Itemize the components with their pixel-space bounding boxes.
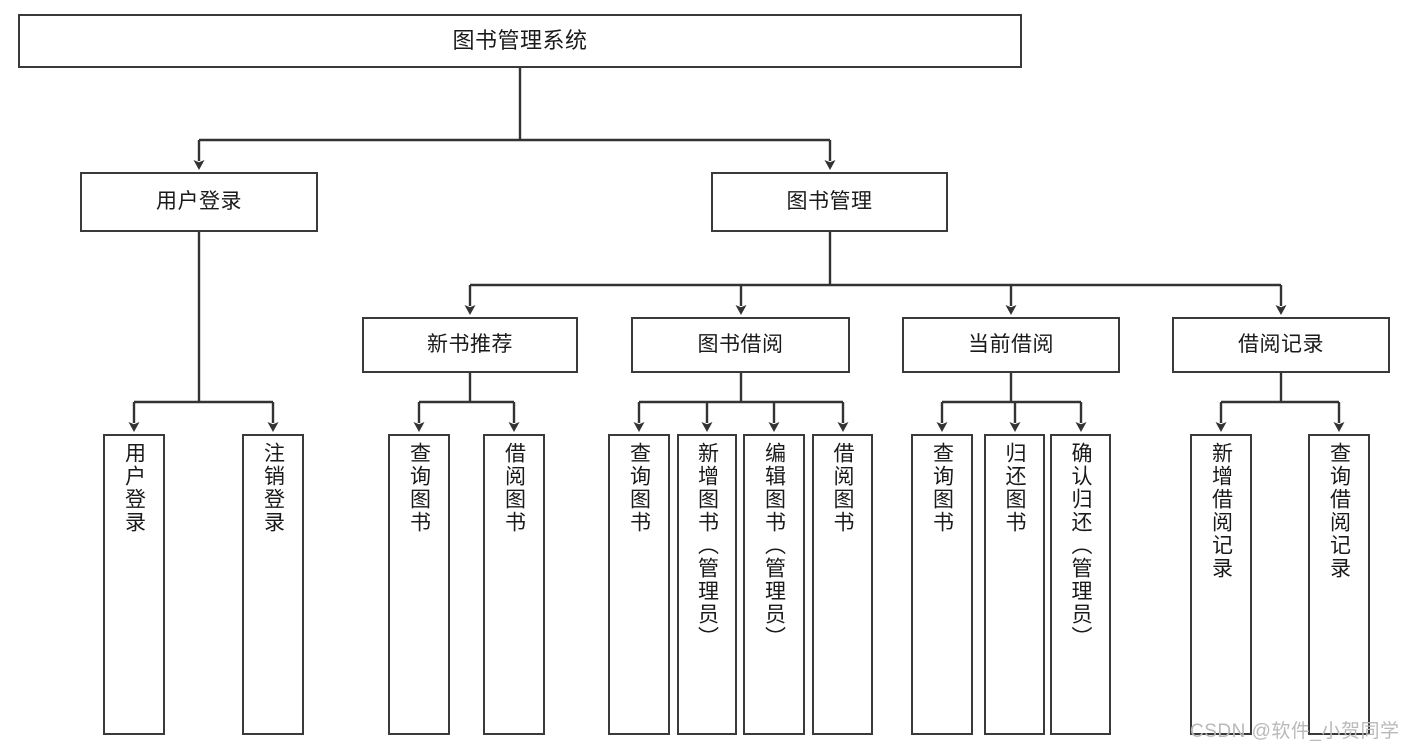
- node-leaf-return-book[interactable]: 归还图书: [984, 434, 1045, 735]
- node-borrow-record[interactable]: 借阅记录: [1172, 317, 1390, 373]
- node-leaf-add-book-label: 新增图书（管理员）: [695, 442, 719, 649]
- node-leaf-add-book[interactable]: 新增图书（管理员）: [677, 434, 737, 735]
- node-leaf-add-record[interactable]: 新增借阅记录: [1190, 434, 1252, 735]
- node-leaf-user-login-label: 用户登录: [122, 442, 146, 534]
- node-current-borrow[interactable]: 当前借阅: [902, 317, 1120, 373]
- node-leaf-query-book-c-label: 查询图书: [930, 442, 954, 534]
- node-leaf-query-record[interactable]: 查询借阅记录: [1308, 434, 1370, 735]
- node-new-book-rec[interactable]: 新书推荐: [362, 317, 578, 373]
- watermark: CSDN @软件_小贺同学: [1190, 721, 1400, 742]
- node-leaf-query-book-b-label: 查询图书: [627, 442, 651, 534]
- node-leaf-borrow-book-b-label: 借阅图书: [831, 442, 854, 534]
- node-leaf-add-record-label: 新增借阅记录: [1209, 442, 1233, 580]
- node-leaf-user-login[interactable]: 用户登录: [103, 434, 165, 735]
- node-root-label: 图书管理系统: [452, 28, 588, 54]
- node-book-borrow-label: 图书借阅: [697, 332, 784, 356]
- node-new-book-rec-label: 新书推荐: [427, 332, 513, 356]
- node-leaf-confirm-return[interactable]: 确认归还（管理员）: [1050, 434, 1111, 735]
- node-leaf-confirm-return-label: 确认归还（管理员）: [1069, 442, 1092, 649]
- node-leaf-logout-label: 注销登录: [261, 442, 285, 534]
- node-current-borrow-label: 当前借阅: [968, 332, 1054, 356]
- node-leaf-query-book-rec-label: 查询图书: [407, 442, 431, 534]
- node-leaf-return-book-label: 归还图书: [1003, 442, 1026, 534]
- node-leaf-query-book-c[interactable]: 查询图书: [911, 434, 973, 735]
- node-borrow-record-label: 借阅记录: [1238, 332, 1324, 356]
- node-leaf-query-book-b[interactable]: 查询图书: [608, 434, 670, 735]
- node-leaf-edit-book-label: 编辑图书（管理员）: [762, 442, 786, 649]
- node-user-login[interactable]: 用户登录: [80, 172, 318, 232]
- node-leaf-query-record-label: 查询借阅记录: [1327, 442, 1351, 580]
- node-book-borrow[interactable]: 图书借阅: [631, 317, 850, 373]
- node-leaf-borrow-book-rec[interactable]: 借阅图书: [483, 434, 545, 735]
- node-book-manage-label: 图书管理: [786, 189, 873, 213]
- node-leaf-edit-book[interactable]: 编辑图书（管理员）: [743, 434, 805, 735]
- node-user-login-label: 用户登录: [156, 189, 242, 213]
- node-leaf-query-book-rec[interactable]: 查询图书: [388, 434, 450, 735]
- node-leaf-borrow-book-rec-label: 借阅图书: [502, 442, 526, 534]
- node-leaf-logout[interactable]: 注销登录: [242, 434, 304, 735]
- node-leaf-borrow-book-b[interactable]: 借阅图书: [812, 434, 873, 735]
- node-root[interactable]: 图书管理系统: [18, 14, 1022, 68]
- node-book-manage[interactable]: 图书管理: [711, 172, 948, 232]
